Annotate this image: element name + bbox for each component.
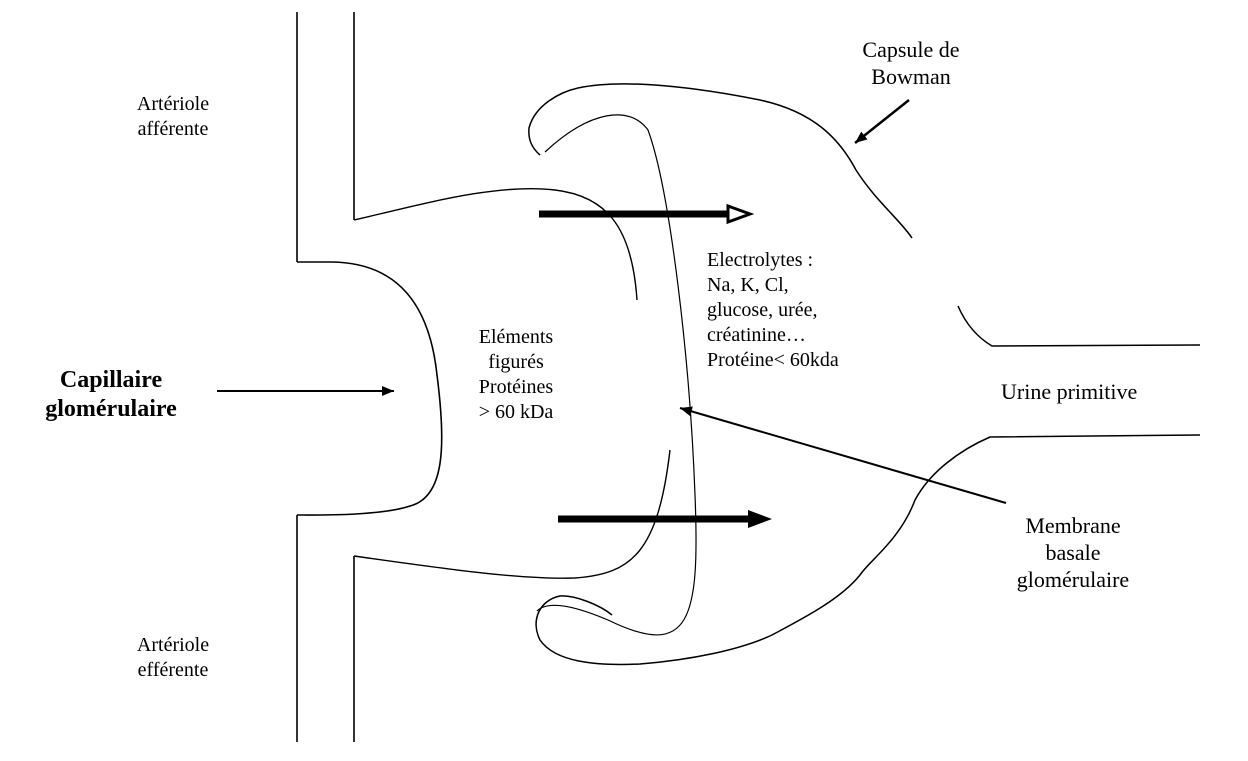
label-elements-line-1: Eléments xyxy=(465,325,567,350)
label-electrolytes-line-2: Na, K, Cl, xyxy=(707,273,839,298)
label-electrolytes-line-1: Electrolytes : xyxy=(707,248,839,273)
label-arteriole-efferente: Artériole efférente xyxy=(108,633,238,683)
label-elements-figures: Eléments figurés Protéines > 60 kDa xyxy=(465,325,567,425)
label-arteriole-afferente-line-1: Artériole xyxy=(108,92,238,117)
capsule-pointer-arrow xyxy=(855,100,909,143)
label-membrane-line-2: basale xyxy=(978,539,1168,566)
label-electrolytes-line-3: glucose, urée, xyxy=(707,298,839,323)
label-arteriole-efferente-line-2: efférente xyxy=(108,658,238,683)
label-urine-primitive: Urine primitive xyxy=(1001,378,1137,405)
label-membrane-line-3: glomérulaire xyxy=(978,566,1168,593)
label-capillaire-line-2: glomérulaire xyxy=(2,395,220,424)
label-electrolytes-line-5: Protéine< 60kda xyxy=(707,348,839,373)
label-membrane-line-1: Membrane xyxy=(978,512,1168,539)
label-electrolytes-line-4: créatinine… xyxy=(707,323,839,348)
label-elements-line-2: figurés xyxy=(465,350,567,375)
label-capsule-line-1: Capsule de xyxy=(828,36,994,63)
capsule-tubule-upper xyxy=(958,306,1200,346)
label-elements-line-3: Protéines xyxy=(465,375,567,400)
label-capsule-bowman: Capsule de Bowman xyxy=(828,36,994,90)
arteriole-afferente-walls xyxy=(297,12,354,262)
capillary-loop xyxy=(297,262,442,515)
capillary-lower-wall xyxy=(354,450,670,578)
label-capillaire-line-1: Capillaire xyxy=(2,366,220,395)
label-arteriole-efferente-line-1: Artériole xyxy=(108,633,238,658)
label-capillaire-glomerulaire: Capillaire glomérulaire xyxy=(2,366,220,424)
label-arteriole-afferente-line-2: afférente xyxy=(108,117,238,142)
arteriole-efferente-walls xyxy=(297,515,354,742)
lower-filtration-arrowhead xyxy=(748,510,772,528)
label-arteriole-afferente: Artériole afférente xyxy=(108,92,238,142)
label-electrolytes: Electrolytes : Na, K, Cl, glucose, urée,… xyxy=(707,248,839,373)
label-elements-line-4: > 60 kDa xyxy=(465,400,567,425)
upper-filtration-arrowhead xyxy=(728,206,750,222)
label-membrane-basale: Membrane basale glomérulaire xyxy=(978,512,1168,593)
label-capsule-line-2: Bowman xyxy=(828,63,994,90)
